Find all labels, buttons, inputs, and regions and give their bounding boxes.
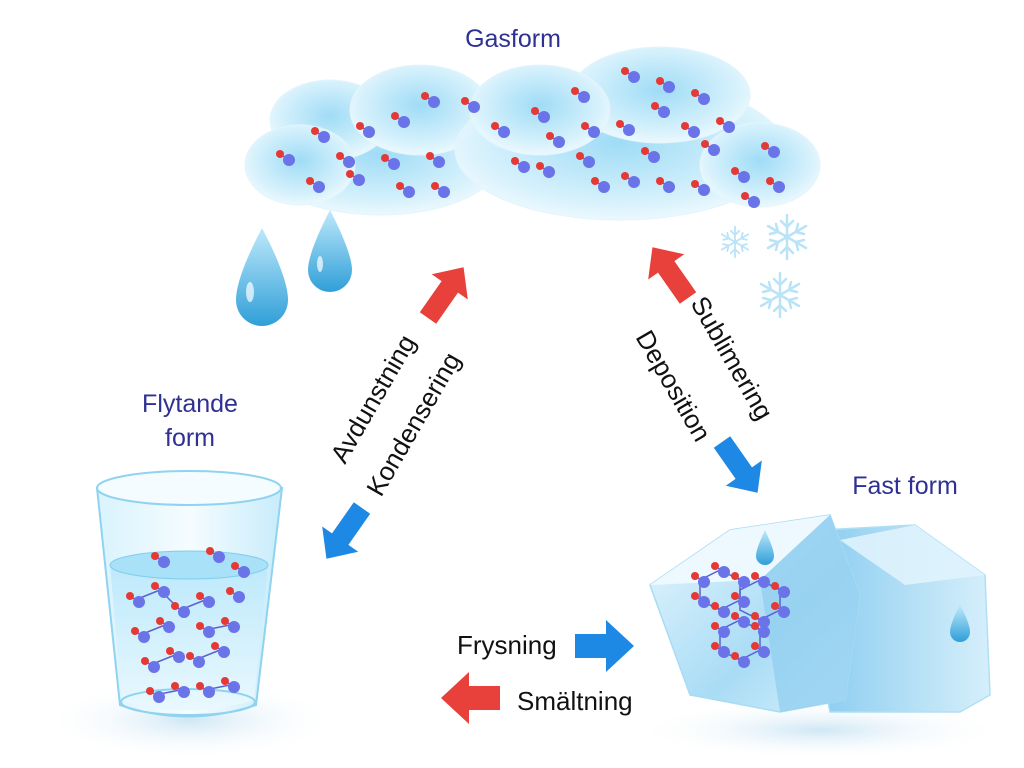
melting-label: Smältning [517, 686, 633, 716]
deposition-arrow [713, 436, 762, 493]
freezing-arrow [575, 620, 634, 672]
cloud-icon [244, 46, 821, 221]
freezing-label: Frysning [457, 630, 557, 660]
snowflake-icon [720, 213, 808, 319]
liquid-state-title-line1: Flytande [142, 390, 238, 418]
solid-state-title: Fast form [852, 472, 958, 500]
melting-arrow [441, 672, 500, 724]
ice-cube-icon [630, 514, 1010, 760]
gas-state-title: Gasform [465, 25, 561, 53]
water-drop-icon [236, 210, 352, 326]
evaporation-arrow [419, 267, 468, 324]
water-glass-icon [40, 470, 340, 760]
deposition-label: Deposition [630, 325, 717, 446]
condensation-arrow [322, 502, 371, 559]
sublimation-arrow [648, 247, 697, 304]
liquid-state-title-line2: form [165, 424, 215, 452]
